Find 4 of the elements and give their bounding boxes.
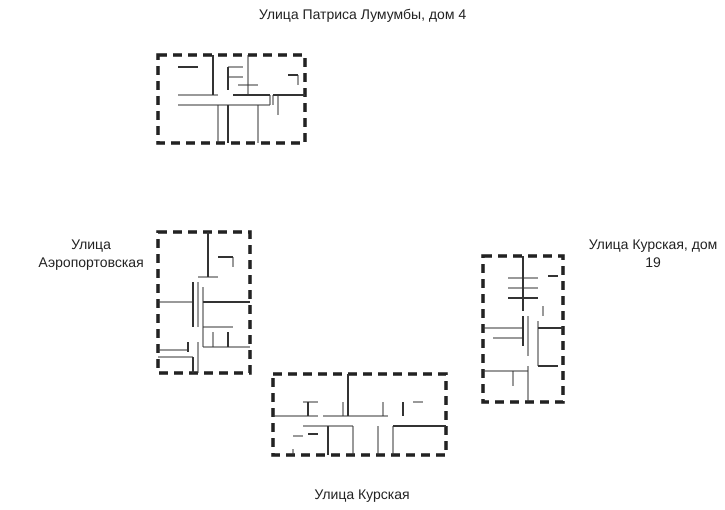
street-label: Улица Курская, дом 19 <box>588 236 718 271</box>
street-label: Улица Курская <box>313 486 411 504</box>
street-label: Улица Аэропортовская <box>37 236 145 271</box>
street-label: Улица Патриса Лумумбы, дом 4 <box>258 6 468 24</box>
